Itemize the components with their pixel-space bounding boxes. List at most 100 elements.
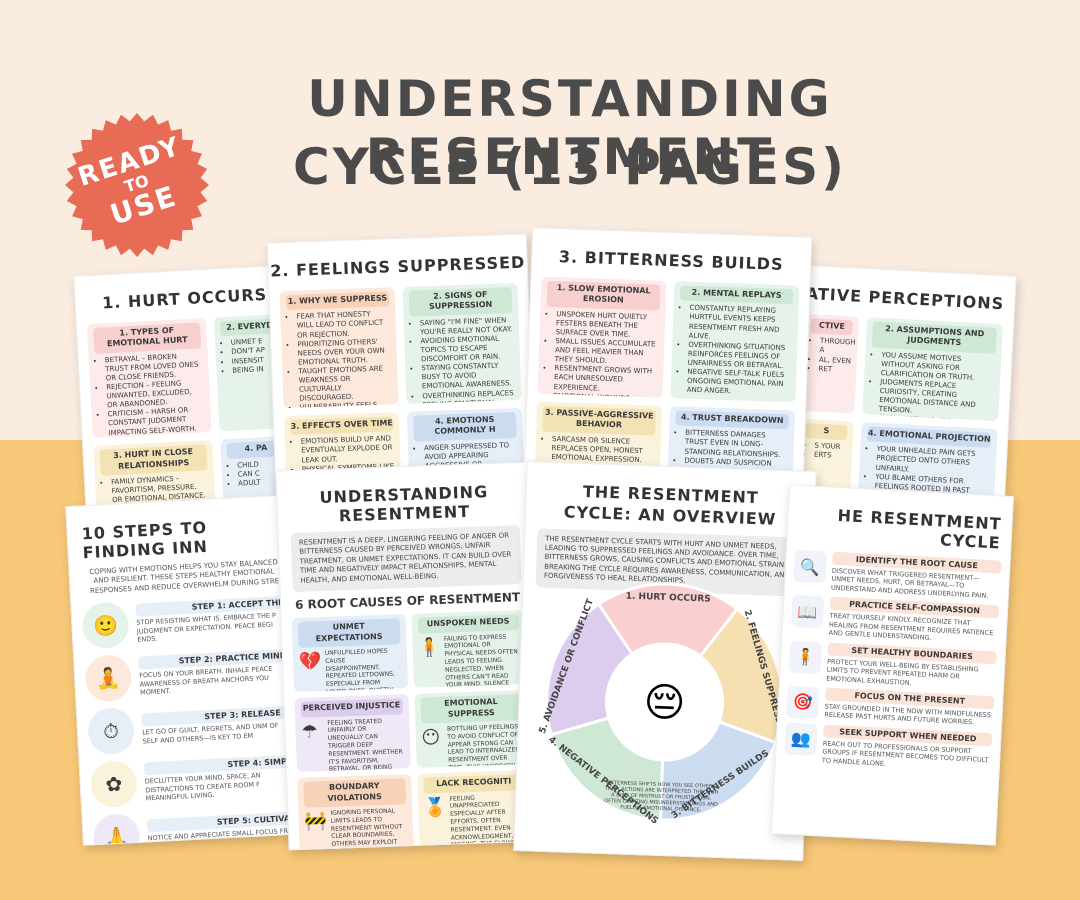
card-list: FEAR THAT HONESTY WILL LEAD TO CONFLICT … (286, 310, 393, 408)
card-list-item: RESENTMENT GROWS WITH EACH UNRESOLVED EX… (554, 364, 658, 395)
card-list-item: FEAR THAT HONESTY WILL LEAD TO CONFLICT … (296, 310, 390, 341)
card-title: 4. TRUST BREAKDOWN (675, 410, 789, 430)
page-title: 3. BITTERNESS BUILDS (558, 247, 784, 274)
medal-icon: 🏅 (423, 796, 447, 819)
card-list: CONSTANTLY REPLAYING HURTFUL EVENTS KEEP… (677, 304, 793, 399)
page-cycle-overview: THE RESENTMENT CYCLE: AN OVERVIEW THE RE… (513, 461, 817, 861)
page-title: 10 STEPS TO FINDING INN (81, 517, 209, 563)
card-title: 2. ASSUMPTIONS AND JUDGMENTS (872, 321, 997, 354)
info-card: 1. TYPES OF EMOTIONAL HURTBETRAYAL – BRO… (86, 318, 212, 439)
cycle-center (610, 648, 719, 757)
page-title: HE RESENTMENT CYCLE (837, 505, 1003, 553)
card-content: 😶BOTTLING UP FEELINGS TO AVOID CONFLICT … (421, 723, 525, 768)
step-text: FOCUS ON YOUR BREATH. INHALE PEACE AWARE… (139, 664, 273, 697)
card-list: YOU ASSUME MOTIVES WITHOUT ASKING FOR CL… (866, 350, 995, 421)
page-breaking-cycle: HE RESENTMENT CYCLE 🔍IDENTIFY THE ROOT C… (770, 484, 1015, 846)
info-card: 1. SLOW EMOTIONAL EROSIONUNSPOKEN HURT Q… (537, 276, 667, 398)
page-title: 2. FEELINGS SUPPRESSED (269, 252, 526, 281)
cycle-segment (545, 602, 635, 737)
card-title: 3. PASSIVE-AGGRESSIVE BEHAVIOR (542, 405, 657, 436)
people-support-icon: 👥 (784, 722, 818, 757)
card-title: 3. HURT IN CLOSE RELATIONSHIPS (99, 444, 208, 476)
info-card: CTIVETHROUGH AAL, EVENRET (800, 313, 860, 414)
magnifier-icon: 🔍 (793, 549, 827, 584)
cycle-segment-label: 1. HURT OCCURS (626, 592, 711, 605)
root-cause-card: PERCEIVED INJUSTICE☂ FEELING TREATED UNFA… (294, 694, 411, 773)
card-list-item: EMOTIONS BUILD UP AND EVENTUALLY EXPLODE… (301, 435, 395, 466)
step-text: STOP RESISTING WHAT IS. EMBRACE THE P JU… (136, 611, 277, 644)
card-grid: 1. TYPES OF EMOTIONAL HURTBETRAYAL – BRO… (86, 313, 296, 526)
headline-line-2: CYCLE (13 PAGES) (293, 138, 847, 196)
card-list-item: CRITICISM – HARSH OR CONSTANT JUDGMENT I… (107, 406, 205, 438)
card-list-item: SMALL ISSUES ACCUMULATE AND FEEL HEAVIER… (555, 337, 659, 368)
card-text: FAILING TO EXPRESS EMOTIONAL OR PHYSICAL… (443, 633, 518, 689)
badge-line-3: USE (106, 179, 182, 232)
card-content: 🏅FEELING UNAPPRECIATED ESPECIALLY AFTER … (423, 793, 527, 848)
cycle-segment (596, 582, 740, 659)
card-title: 1. TYPES OF EMOTIONAL HURT (93, 322, 202, 354)
person-sitting-icon: 🧍 (417, 636, 441, 659)
card-list-item: TAUGHT EMOTIONS ARE WEAKNESS OR CULTURAL… (298, 364, 392, 404)
card-list: S YOURERTS (804, 441, 847, 461)
card-text: BOTTLING UP FEELINGS TO AVOID CONFLICT O… (446, 723, 521, 769)
card-text: UNFULFILLED HOPES CAUSE DISAPPOINTMENT. … (324, 647, 396, 693)
info-card: 2. MENTAL REPLAYSCONSTANTLY REPLAYING HU… (670, 281, 800, 403)
card-list-item: RET (818, 364, 851, 375)
card-content: 🚧IGNORING PERSONAL LIMITS LEADS TO RESEN… (304, 807, 408, 851)
praying-hands-icon: 🙏 (92, 813, 141, 846)
card-content: ☂ FEELING TREATED UNFAIRLY OR UNEQUALLY C… (301, 717, 406, 773)
card-list-item: STAYING CONSTANTLY BUSY TO AVOID EMOTION… (421, 361, 515, 392)
card-content: 💔UNFULFILLED HOPES CAUSE DISAPPOINTMENT.… (299, 647, 403, 693)
cycle-segment-description: BITTERNESS SHIFTS HOW YOU SEE OTHERS.THE… (603, 780, 719, 814)
fence-icon: 🚧 (304, 810, 328, 833)
card-list: BETRAYAL – BROKEN TRUST FROM LOVED ONES … (95, 351, 207, 438)
card-title: UNSPOKEN NEEDS (417, 614, 520, 634)
person-reading-icon: 📖 (790, 594, 825, 629)
sad-person-rain-icon: ☂ (301, 720, 319, 743)
card-list-item: ERTS (814, 451, 847, 462)
cycle-segment (549, 716, 665, 822)
card-list: THROUGH AAL, EVENRET (808, 337, 856, 376)
page-understanding-resentment: UNDERSTANDING RESENTMENT RESENTMENT IS A… (275, 461, 544, 851)
card-title: 1. SLOW EMOTIONAL EROSION (546, 280, 661, 311)
card-list-item: JUDGMENTS REPLACE CURIOSITY, CREATING EM… (879, 378, 994, 420)
card-title: 2. SIGNS OF SUPPRESSION (408, 287, 513, 317)
card-text: IGNORING PERSONAL LIMITS LEADS TO RESENT… (330, 807, 406, 851)
card-list: SAYING "I'M FINE" WHEN YOU'RE REALLY NOT… (410, 316, 516, 404)
card-title: 1. WHY WE SUPPRESS (285, 291, 390, 311)
root-causes-grid: UNMET EXPECTATIONS💔UNFULFILLED HOPES CAU… (291, 610, 533, 851)
card-list-item: PRIORITIZING OTHERS' NEEDS OVER YOUR OWN… (297, 337, 391, 368)
card-title: CTIVE (810, 318, 854, 336)
root-causes-title: 6 ROOT CAUSES OF RESENTMENT (294, 590, 521, 613)
card-title: EMOTIONAL SUPPRESS (419, 694, 523, 724)
card-title: LACK RECOGNITI (422, 774, 525, 794)
card-text: FEELING TREATED UNFAIRLY OR UNEQUALLY CA… (327, 717, 403, 773)
root-cause-card: BOUNDARY VIOLATIONS🚧IGNORING PERSONAL LI… (297, 774, 414, 851)
card-title: 3. EFFECTS OVER TIME (290, 416, 394, 436)
card-list-item: NEGATIVE SELF-TALK FUELS ONGOING EMOTION… (687, 368, 791, 399)
card-title: 4. EMOTIONS COMMONLY H (412, 412, 517, 442)
card-title: PERCEIVED INJUSTICE (300, 698, 403, 718)
step-text: DECLUTTER YOUR MIND, SPACE, AN DISTRACTI… (144, 771, 261, 803)
card-list-item: THROUGH A (819, 337, 856, 357)
